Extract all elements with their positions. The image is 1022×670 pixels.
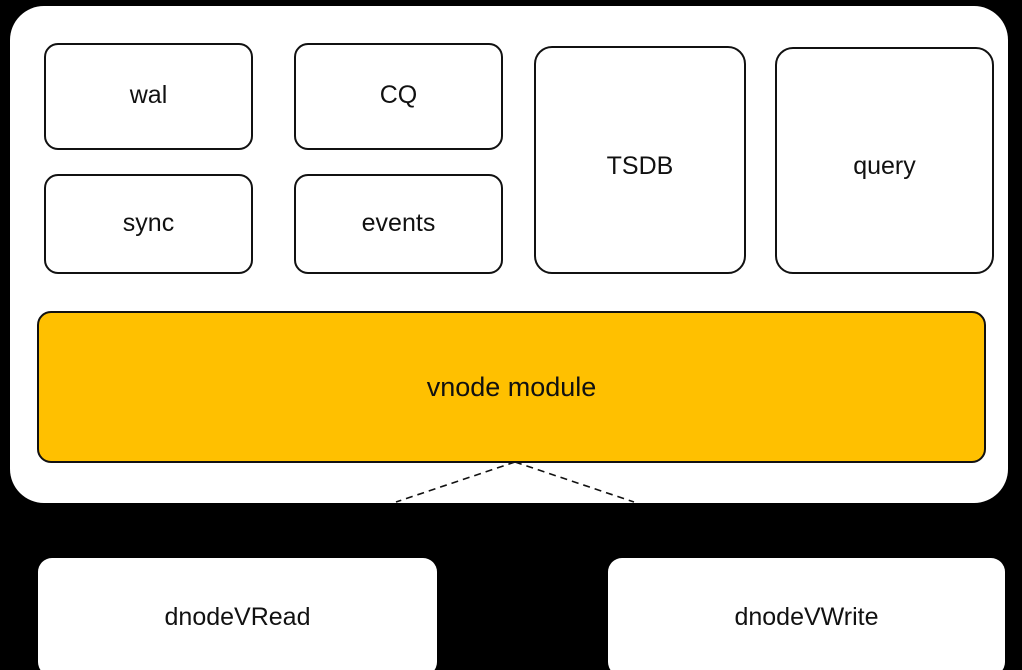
module-box-wal[interactable]: wal	[44, 43, 253, 150]
module-label-sync: sync	[122, 208, 175, 237]
dnode-label-vwrite: dnodeVWrite	[734, 602, 879, 631]
module-box-events[interactable]: events	[294, 174, 503, 274]
module-label-query: query	[853, 152, 916, 180]
module-label-tsdb: TSDB	[606, 151, 674, 180]
module-box-query[interactable]: query	[775, 47, 994, 274]
module-box-sync[interactable]: sync	[44, 174, 253, 274]
module-label-wal: wal	[129, 81, 168, 109]
vnode-module-bar[interactable]: vnode module	[37, 311, 986, 463]
dnode-label-vread: dnodeVRead	[164, 602, 311, 631]
module-box-tsdb[interactable]: TSDB	[534, 46, 746, 274]
dnode-box-vread[interactable]: dnodeVRead	[38, 558, 437, 670]
vnode-module-label: vnode module	[426, 371, 597, 402]
module-label-events: events	[361, 208, 436, 237]
module-box-cq[interactable]: CQ	[294, 43, 503, 150]
dnode-box-vwrite[interactable]: dnodeVWrite	[608, 558, 1005, 670]
module-label-cq: CQ	[379, 81, 418, 109]
